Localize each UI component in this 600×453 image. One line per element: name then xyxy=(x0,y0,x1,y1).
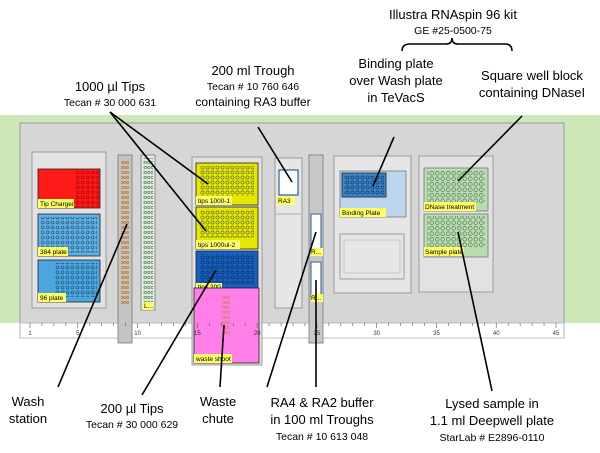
kit-brace xyxy=(401,37,513,52)
dnase-plate-label-bg xyxy=(424,202,476,211)
tips-1000-1-wells xyxy=(200,166,254,196)
tevacs-lower-frame xyxy=(339,233,405,280)
lysed-line1: Lysed sample in xyxy=(445,396,538,411)
tips-200-label: tips 200 xyxy=(198,284,221,291)
plate-96-label: 96 plate xyxy=(40,295,64,302)
ruler-label: 45 xyxy=(553,331,560,337)
leader-binding xyxy=(372,136,395,187)
sample-plate-wells xyxy=(427,216,485,247)
ruler-label: 25 xyxy=(314,331,321,337)
sample-plate-label: Sample plate xyxy=(425,249,463,256)
leader-lysed xyxy=(457,231,493,392)
ra-line2: in 100 ml Troughs xyxy=(270,412,374,427)
ra3-label: RA3 xyxy=(278,198,291,205)
leader-lines xyxy=(57,111,523,396)
ruler-label: 1 xyxy=(28,331,32,337)
binding-line2: over Wash plate xyxy=(349,73,442,88)
binding-line1: Binding plate xyxy=(358,56,433,71)
leader-tips1000-a xyxy=(109,111,209,185)
narrow-strip-label-bg xyxy=(143,302,153,310)
square-line2: containing DNaseI xyxy=(479,85,585,100)
ruler-label: 5 xyxy=(76,331,80,337)
binding-plate-wells xyxy=(344,175,384,195)
plate-384-label-bg xyxy=(38,247,68,256)
tips-1000-2-wells xyxy=(200,210,254,238)
tip-charger-label: Tip Charger xyxy=(40,201,75,208)
tips200-number: Tecan # 30 000 629 xyxy=(86,419,178,431)
leader-square xyxy=(457,115,523,182)
leader-trough xyxy=(257,126,293,183)
dnase-plate-label: DNase treatment xyxy=(425,204,474,211)
deck-bottom-strip xyxy=(19,322,565,339)
r-top-label-bg xyxy=(311,248,323,256)
ruler-label: 30 xyxy=(373,331,380,337)
lysed-line2: 1.1 ml Deepwell plate xyxy=(430,413,554,428)
tips-200-wells xyxy=(200,254,254,284)
sample-plate-label-bg xyxy=(424,247,464,256)
tips1000-title: 1000 µl Tips xyxy=(75,79,146,94)
ra3-trough xyxy=(278,169,299,196)
ra-number: Tecan # 10 613 048 xyxy=(276,431,368,443)
r-bottom-label-bg xyxy=(311,294,323,302)
waste-shoot-dots xyxy=(222,295,230,335)
leader-wash xyxy=(57,223,128,388)
tips-200-label-bg xyxy=(196,283,222,288)
trough-content: containing RA3 buffer xyxy=(195,95,310,109)
narrow-strip-dots xyxy=(143,158,153,303)
dnase-plate-wells xyxy=(427,170,485,203)
leader-ra-a xyxy=(266,231,317,388)
binding-line3: in TeVacS xyxy=(367,90,425,105)
ruler-label: 20 xyxy=(254,331,261,337)
tips-1000-1-label: tips 1000-1 xyxy=(198,198,231,205)
ruler-label: 40 xyxy=(493,331,500,337)
tip-charger-wells xyxy=(76,170,99,207)
plate-384-label: 384 plate xyxy=(40,249,67,256)
ruler-label: 35 xyxy=(433,331,440,337)
tips-1000-2-label: tips 1000ul-2 xyxy=(198,242,236,249)
waste-line2: chute xyxy=(202,411,234,426)
tips1000-number: Tecan # 30 000 631 xyxy=(64,97,156,109)
waste-shoot-label-bg xyxy=(194,354,232,363)
kit-title: Illustra RNAspin 96 kit xyxy=(389,7,517,22)
wash-line1: Wash xyxy=(12,394,45,409)
kit-number: GE #25-0500-75 xyxy=(414,25,492,37)
trough-number: Tecan # 10 760 646 xyxy=(207,81,299,93)
tips200-title: 200 µl Tips xyxy=(100,401,164,416)
narrow-strip-label: L... xyxy=(144,303,153,310)
plate-96-wells xyxy=(55,263,97,297)
plate-96-label-bg xyxy=(38,293,66,302)
r-top-label: R... xyxy=(311,249,321,256)
wash-station xyxy=(121,160,129,306)
tevacs-lower-inner xyxy=(343,239,401,274)
ra-line1: RA4 & RA2 buffer xyxy=(270,395,374,410)
wash-line2: station xyxy=(9,411,47,426)
binding-plate-label: Binding Plate xyxy=(342,210,381,217)
waste-shoot-label: waste shoot xyxy=(195,356,231,363)
trough-title: 200 ml Trough xyxy=(211,63,294,78)
leader-waste xyxy=(219,324,225,388)
lysed-number: StarLab # E2896-0110 xyxy=(440,432,545,444)
binding-plate-label-bg xyxy=(340,208,386,217)
waste-line1: Waste xyxy=(200,394,236,409)
tips-1000-1-label-bg xyxy=(196,196,232,205)
ruler-label: 15 xyxy=(194,331,201,337)
tip-charger-label-bg xyxy=(38,199,74,208)
ruler-label: 10 xyxy=(134,331,141,337)
tips-1000-2-label-bg xyxy=(196,240,240,249)
ra3-label-bg xyxy=(277,196,295,205)
leader-tips1000-b xyxy=(109,111,207,232)
leader-tips200 xyxy=(141,269,217,396)
square-line1: Square well block xyxy=(481,68,583,83)
